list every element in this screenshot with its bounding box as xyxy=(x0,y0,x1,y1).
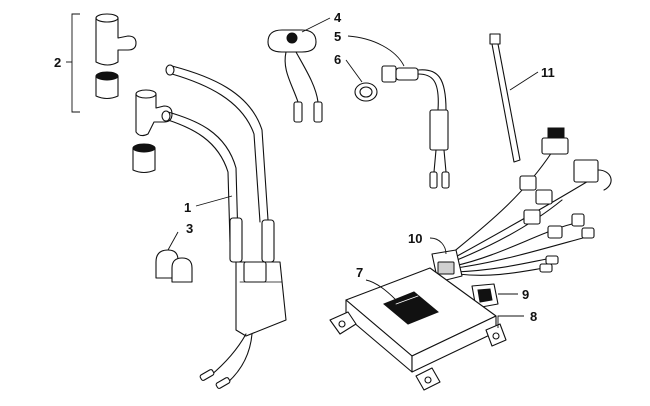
harness-wire-3 xyxy=(451,199,563,263)
callout-6: 6 xyxy=(334,52,341,67)
sensor-terminal-1 xyxy=(293,101,303,123)
connector-top-plug xyxy=(547,127,565,139)
callout-labels: 1 2 3 4 5 6 7 8 9 10 11 xyxy=(54,10,555,324)
sensor-5-body xyxy=(395,67,419,81)
cdi-mount-hole-right xyxy=(492,332,500,340)
connector-mid-2 xyxy=(535,189,553,205)
coil-wire-1 xyxy=(209,333,247,377)
ht-lead-b-edge xyxy=(167,119,231,243)
sensor-terminal-2 xyxy=(313,101,323,123)
connector-upper-right xyxy=(573,159,599,183)
ht-lead-a-edge xyxy=(171,73,261,223)
sensor-5-sleeve xyxy=(429,109,449,151)
temperature-sensor xyxy=(267,17,331,123)
sealing-washer xyxy=(345,59,378,102)
boot-lower-top xyxy=(132,143,156,153)
leader-7 xyxy=(365,279,397,301)
connector-low-2 xyxy=(539,263,553,273)
lead-sleeve-a xyxy=(261,219,275,263)
connector-top xyxy=(541,137,569,155)
ht-lead-b xyxy=(167,111,239,241)
leader-3 xyxy=(167,231,179,251)
cdi-label-line xyxy=(395,295,419,305)
cap-upper-top xyxy=(95,13,119,23)
leader-6 xyxy=(345,59,363,83)
callout-3: 3 xyxy=(186,221,193,236)
coil-wire-terminal-1 xyxy=(199,369,215,381)
harness-wire-7 xyxy=(457,267,545,276)
leader-8 xyxy=(497,315,524,328)
sensor-with-leads xyxy=(347,35,450,189)
sensor-5-terminal-a xyxy=(429,171,438,189)
leader-10 xyxy=(429,237,447,255)
cap-lower-top xyxy=(135,89,157,99)
callout-1: 1 xyxy=(184,200,191,215)
lead-end-a xyxy=(165,64,175,76)
lead-end-b xyxy=(161,110,171,122)
callout-7: 7 xyxy=(356,265,363,280)
coil-terminal-block xyxy=(243,261,267,283)
spark-plug-cap-upper xyxy=(95,14,137,66)
harness-wire-6 xyxy=(455,257,553,273)
cdi-mount-hole-left xyxy=(338,320,346,328)
harness-wire-5 xyxy=(455,235,591,269)
connector-loop xyxy=(597,169,612,191)
leader-4 xyxy=(301,17,331,33)
coil-wire-terminal-2 xyxy=(215,377,231,389)
lead-clip xyxy=(155,231,193,283)
clip-loop-2 xyxy=(171,257,193,283)
sensor-5-terminal-b xyxy=(441,171,450,189)
harness-wire-1 xyxy=(445,151,553,259)
washer-inner xyxy=(359,86,373,98)
leader-1 xyxy=(195,195,233,207)
connector-right-2 xyxy=(581,227,595,239)
sensor-wire-2 xyxy=(295,51,319,103)
callout-11: 11 xyxy=(541,65,555,80)
main-connector-face xyxy=(437,261,455,275)
connector-low-1 xyxy=(545,255,559,265)
relay-face xyxy=(477,288,493,303)
spark-plug-cap-group xyxy=(66,13,173,174)
cdi-label xyxy=(383,291,439,325)
boot-upper-top xyxy=(95,71,119,81)
tie-strap xyxy=(491,43,521,163)
sensor-hole xyxy=(286,32,298,44)
sensor-5-lead-a xyxy=(433,149,437,173)
ht-lead-a xyxy=(171,65,269,221)
cable-tie xyxy=(489,33,539,163)
callout-8: 8 xyxy=(530,309,537,324)
connector-mid-1 xyxy=(519,175,537,191)
sensor-5-lead-b xyxy=(443,149,447,173)
callout-5: 5 xyxy=(334,29,341,44)
bracket-2 xyxy=(71,13,80,113)
leader-11 xyxy=(509,71,539,91)
connector-mid-4 xyxy=(547,225,563,239)
cdi-module xyxy=(329,267,524,391)
sensor-wire-1 xyxy=(284,51,299,103)
connector-right-1 xyxy=(571,213,585,227)
leader-5 xyxy=(347,35,405,67)
tie-head xyxy=(489,33,501,45)
callout-2: 2 xyxy=(54,55,61,70)
connector-mid-3 xyxy=(523,209,541,225)
lead-sleeve-b xyxy=(229,217,243,263)
harness-wire-2 xyxy=(449,179,591,261)
cdi-mount-hole-bottom xyxy=(424,376,432,384)
ignition-coil xyxy=(161,64,287,389)
sensor-5-hex xyxy=(381,65,397,83)
coil-wire-2 xyxy=(225,333,253,385)
wiring-harness xyxy=(429,127,612,283)
callout-10: 10 xyxy=(408,231,422,246)
callout-9: 9 xyxy=(522,287,529,302)
callout-4: 4 xyxy=(334,10,342,25)
